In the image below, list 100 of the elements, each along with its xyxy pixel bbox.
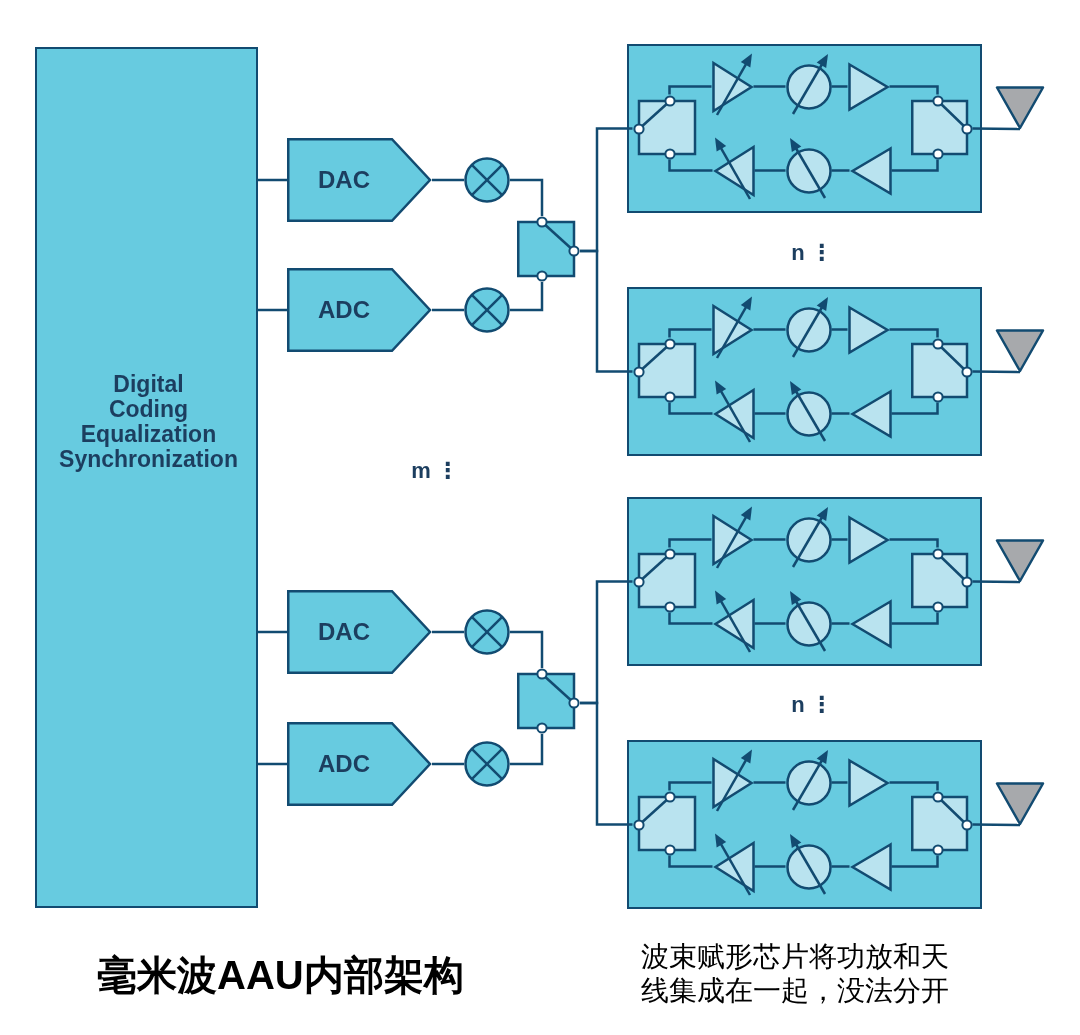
variable-amplifier-symbol xyxy=(711,51,754,116)
switch-symbol xyxy=(910,94,973,160)
connector-line xyxy=(510,630,544,668)
amplifier-symbol xyxy=(849,145,892,196)
connector-line xyxy=(754,622,786,625)
mixer-symbol xyxy=(464,157,510,203)
connector-line xyxy=(580,701,633,826)
variable-amplifier-symbol xyxy=(711,294,754,359)
amplifier-symbol xyxy=(847,514,890,565)
amplifier-symbol xyxy=(847,61,890,112)
converter-label: ADC xyxy=(318,296,370,324)
antenna-symbol xyxy=(995,782,1045,826)
connector-line xyxy=(754,412,786,415)
connector-line xyxy=(831,328,848,331)
converter-block xyxy=(287,590,432,674)
connector-line xyxy=(754,865,786,868)
connector-line xyxy=(891,855,939,868)
variable-amplifier-symbol xyxy=(712,831,755,896)
connector-line xyxy=(972,127,1020,131)
connector-line xyxy=(754,169,786,172)
connector-line xyxy=(510,734,544,766)
connector-line xyxy=(891,402,939,415)
connector-line xyxy=(668,402,713,415)
converter-label: DAC xyxy=(318,618,370,646)
phase-shifter-symbol xyxy=(785,51,832,116)
connector-line xyxy=(972,580,1020,584)
connector-line xyxy=(668,328,712,338)
connector-line xyxy=(831,538,848,541)
connector-line xyxy=(972,370,1020,374)
switch-symbol xyxy=(632,790,696,856)
variable-amplifier-symbol xyxy=(711,747,754,812)
connector-line xyxy=(753,85,786,88)
amplifier-symbol xyxy=(847,757,890,808)
beamformer-chip xyxy=(627,740,982,909)
connector-line xyxy=(889,781,939,791)
antenna-symbol xyxy=(995,539,1045,583)
converter-block xyxy=(287,722,432,806)
converter-block xyxy=(287,268,432,352)
connector-line xyxy=(889,85,939,95)
connector-line xyxy=(668,538,712,548)
switch-symbol xyxy=(632,94,696,160)
connector-line xyxy=(510,282,544,312)
mixer-symbol xyxy=(464,741,510,787)
connector-line xyxy=(668,855,713,868)
beamformer-chip xyxy=(627,497,982,666)
connector-line xyxy=(831,622,850,625)
connector-line xyxy=(831,412,850,415)
amplifier-symbol xyxy=(847,304,890,355)
beamformer-chip xyxy=(627,287,982,456)
amplifier-symbol xyxy=(849,841,892,892)
switch-symbol xyxy=(632,547,696,613)
connector-line xyxy=(831,85,848,88)
beamformer-chip xyxy=(627,44,982,213)
switch-symbol xyxy=(910,337,973,403)
phase-shifter-symbol xyxy=(785,747,832,812)
connector-line xyxy=(668,612,713,625)
connector-line xyxy=(258,630,287,634)
connector-line xyxy=(889,328,939,338)
connector-line xyxy=(258,762,287,766)
mixer-symbol xyxy=(464,287,510,333)
variable-amplifier-symbol xyxy=(712,378,755,443)
connector-line xyxy=(668,781,712,791)
connector-line xyxy=(891,612,939,625)
connector-line xyxy=(580,249,633,373)
connector-line xyxy=(258,308,287,312)
connector-line xyxy=(753,538,786,541)
converter-label: DAC xyxy=(318,166,370,194)
phase-shifter-symbol xyxy=(785,378,832,443)
phase-shifter-symbol xyxy=(785,504,832,569)
connector-line xyxy=(753,328,786,331)
converter-block xyxy=(287,138,432,222)
variable-amplifier-symbol xyxy=(711,504,754,569)
connector-line xyxy=(972,823,1020,827)
connector-line xyxy=(432,178,464,182)
connector-line xyxy=(668,159,713,172)
connector-line xyxy=(831,781,848,784)
switch-symbol xyxy=(632,337,696,403)
connector-line xyxy=(432,308,464,312)
switch-symbol xyxy=(910,547,973,613)
phase-shifter-symbol xyxy=(785,831,832,896)
amplifier-symbol xyxy=(849,598,892,649)
caption-text: 波束赋形芯片将功放和天线集成在一起，没法分开 xyxy=(641,940,950,1008)
connector-line xyxy=(668,85,712,95)
connector-line xyxy=(891,159,939,172)
amplifier-symbol xyxy=(849,388,892,439)
connector-line xyxy=(432,630,464,634)
connector-line xyxy=(753,781,786,784)
connector-line xyxy=(889,538,939,548)
switch-symbol xyxy=(910,790,973,856)
connector-line xyxy=(432,762,464,766)
processor-label: Digital Coding Equalization Synchronization xyxy=(59,372,238,472)
variable-amplifier-symbol xyxy=(712,135,755,200)
diagram-title: 毫米波AAU内部架构 xyxy=(97,952,464,999)
connector-line xyxy=(510,178,544,216)
antenna-symbol xyxy=(995,329,1045,373)
antenna-symbol xyxy=(995,86,1045,130)
count-label: m ⋮ xyxy=(411,458,459,484)
count-label: n ⋮ xyxy=(791,692,833,718)
count-label: n ⋮ xyxy=(791,240,833,266)
connector-line xyxy=(831,865,850,868)
